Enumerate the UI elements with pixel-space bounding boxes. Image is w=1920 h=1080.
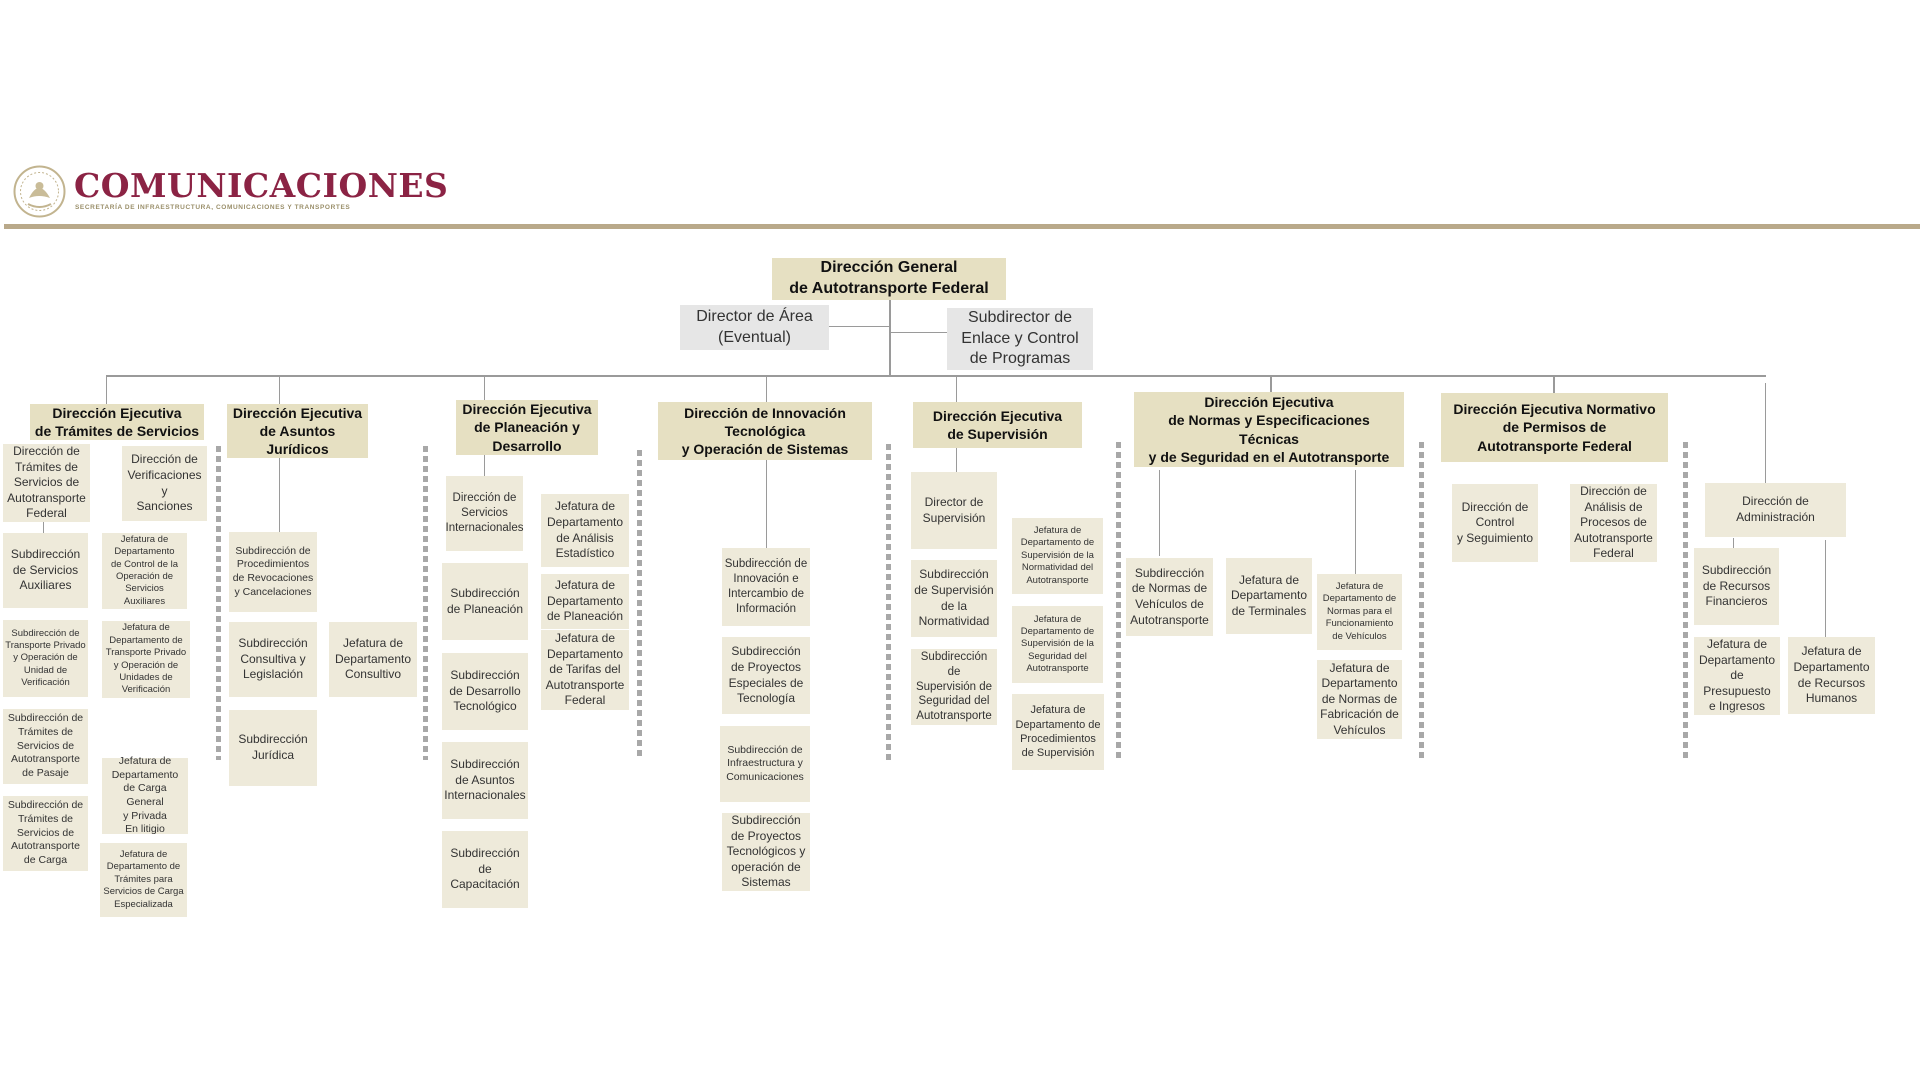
tramites-item: Jefatura de Departamento de Control de l… — [102, 533, 187, 609]
supervision-item: Jefatura de Departamento de Supervisión … — [1012, 518, 1103, 594]
head-juridicos: Dirección Ejecutiva de Asuntos Jurídicos — [227, 404, 368, 458]
supervision-item: Jefatura de Departamento de Supervisión … — [1012, 606, 1103, 683]
normas-item: Jefatura de Departamento de Normas de Fa… — [1317, 660, 1402, 739]
tramites-item: Dirección de Trámites de Servicios de Au… — [3, 444, 90, 522]
advisor-left-box: Director de Área (Eventual) — [680, 305, 829, 350]
supervision-item: Jefatura de Departamento de Procedimient… — [1012, 694, 1104, 770]
planeacion-item: Jefatura de Departamento de Análisis Est… — [541, 494, 629, 567]
juridicos-item: Subdirección de Procedimientos de Revoca… — [229, 532, 317, 612]
supervision-item: Director de Supervisión — [911, 472, 997, 549]
head-planeacion: Dirección Ejecutiva de Planeación y Desa… — [456, 400, 598, 455]
tramites-item: Subdirección de Transporte Privado y Ope… — [3, 620, 88, 697]
tramites-item: Dirección de Verificaciones y Sanciones — [122, 446, 207, 521]
head-innovacion: Dirección de Innovación Tecnológica y Op… — [658, 402, 872, 460]
brand-subtitle: SECRETARÍA DE INFRAESTRUCTURA, COMUNICAC… — [75, 204, 351, 211]
tramites-item: Subdirección de Trámites de Servicios de… — [3, 796, 88, 871]
planeacion-item: Jefatura de Departamento de Planeación — [541, 574, 629, 629]
advisor-right-box: Subdirector de Enlace y Control de Progr… — [947, 308, 1093, 370]
juridicos-item: Subdirección Consultiva y Legislación — [229, 622, 317, 697]
head-tramites: Dirección Ejecutiva de Trámites de Servi… — [30, 404, 204, 440]
administracion-item: Subdirección de Recursos Financieros — [1694, 548, 1779, 625]
administracion-item: Jefatura de Departamento de Recursos Hum… — [1788, 637, 1875, 714]
permisos-item: Dirección de Análisis de Procesos de Aut… — [1570, 484, 1657, 562]
planeacion-item: Jefatura de Departamento de Tarifas del … — [541, 630, 629, 710]
tramites-item: Subdirección de Trámites de Servicios de… — [3, 709, 88, 784]
top-director-box: Dirección General de Autotransporte Fede… — [772, 258, 1006, 300]
administracion-item: Dirección de Administración — [1705, 483, 1846, 537]
head-permisos: Dirección Ejecutiva Normativo de Permiso… — [1441, 393, 1668, 462]
normas-item: Jefatura de Departamento de Terminales — [1226, 558, 1312, 634]
juridicos-item: Jefatura de Departamento Consultivo — [329, 622, 417, 697]
header-rule — [4, 224, 1920, 229]
planeacion-item: Subdirección de Asuntos Internacionales — [442, 742, 528, 819]
innovacion-item: Subdirección de Proyectos Tecnológicos y… — [722, 813, 810, 891]
tramites-item: Subdirección de Servicios Auxiliares — [3, 533, 88, 608]
tramites-item: Jefatura de Departamento de Transporte P… — [102, 621, 190, 698]
normas-item: Subdirección de Normas de Vehículos de A… — [1126, 558, 1213, 636]
planeacion-item: Subdirección de Capacitación — [442, 831, 528, 908]
supervision-item: Subdirección de Supervisión de Seguridad… — [911, 649, 997, 725]
supervision-item: Subdirección de Supervisión de la Normat… — [911, 560, 997, 637]
logo — [12, 164, 67, 219]
innovacion-item: Subdirección de Infraestructura y Comuni… — [720, 726, 810, 802]
head-normas: Dirección Ejecutiva de Normas y Especifi… — [1134, 392, 1404, 467]
planeacion-item: Subdirección de Planeación — [442, 563, 528, 640]
administracion-item: Jefatura de Departamento de Presupuesto … — [1694, 637, 1780, 715]
brand-title: COMUNICACIONES — [74, 166, 449, 205]
innovacion-item: Subdirección de Proyectos Especiales de … — [722, 637, 810, 714]
planeacion-item: Subdirección de Desarrollo Tecnológico — [442, 653, 528, 730]
permisos-item: Dirección de Control y Seguimiento — [1452, 484, 1538, 562]
coat-of-arms-icon — [13, 165, 66, 218]
juridicos-item: Subdirección Jurídica — [229, 710, 317, 786]
innovacion-item: Subdirección de Innovación e Intercambio… — [722, 548, 810, 626]
normas-item: Jefatura de Departamento de Normas para … — [1317, 574, 1402, 650]
tramites-item: Jefatura de Departamento de Carga Genera… — [102, 755, 188, 835]
planeacion-item: Dirección de Servicios Internacionales — [446, 476, 524, 551]
tramites-item: Jefatura de Departamento de Trámites par… — [100, 843, 187, 917]
head-supervision: Dirección Ejecutiva de Supervisión — [913, 402, 1082, 448]
